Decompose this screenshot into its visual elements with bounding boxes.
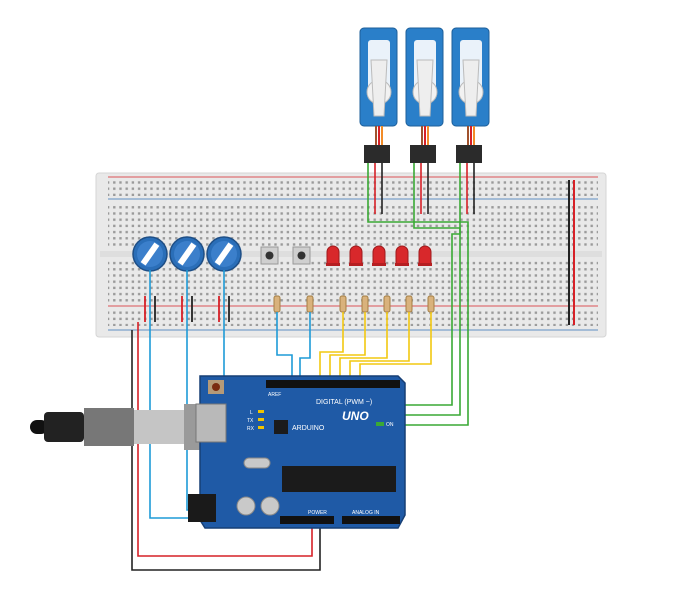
led-2[interactable] bbox=[349, 245, 363, 266]
led-5[interactable] bbox=[418, 245, 432, 266]
servo-3[interactable] bbox=[451, 27, 490, 163]
led-1[interactable] bbox=[326, 245, 340, 266]
usb-cable[interactable] bbox=[30, 404, 208, 450]
aref-label: AREF bbox=[268, 392, 281, 398]
brand-label: ARDUINO bbox=[292, 425, 325, 432]
pushbutton-2[interactable] bbox=[292, 246, 311, 265]
digital-label: DIGITAL (PWM ~) bbox=[316, 399, 372, 406]
resistors bbox=[273, 295, 435, 313]
on-label: ON bbox=[386, 422, 394, 428]
led-4[interactable] bbox=[395, 245, 409, 266]
servo-1[interactable] bbox=[359, 27, 398, 163]
l-label: L bbox=[250, 410, 253, 416]
power-label: POWER bbox=[308, 510, 327, 516]
led-3[interactable] bbox=[372, 245, 386, 266]
pushbutton-1[interactable] bbox=[260, 246, 279, 265]
pot-jumpers bbox=[144, 296, 230, 322]
servo-wires bbox=[367, 163, 475, 426]
led-wires bbox=[319, 312, 432, 382]
potentiometer-3[interactable] bbox=[206, 236, 242, 272]
potentiometer-1[interactable] bbox=[132, 236, 168, 272]
servo-2[interactable] bbox=[405, 27, 444, 163]
rx-label: RX bbox=[247, 426, 255, 432]
analog-label: ANALOG IN bbox=[352, 510, 380, 516]
arduino-uno[interactable]: DIGITAL (PWM ~) UNO ARDUINO ANALOG IN PO… bbox=[188, 375, 406, 529]
rail-jumpers bbox=[568, 180, 575, 325]
potentiometer-2[interactable] bbox=[169, 236, 205, 272]
board-name: UNO bbox=[342, 409, 369, 423]
tx-label: TX bbox=[247, 418, 254, 424]
